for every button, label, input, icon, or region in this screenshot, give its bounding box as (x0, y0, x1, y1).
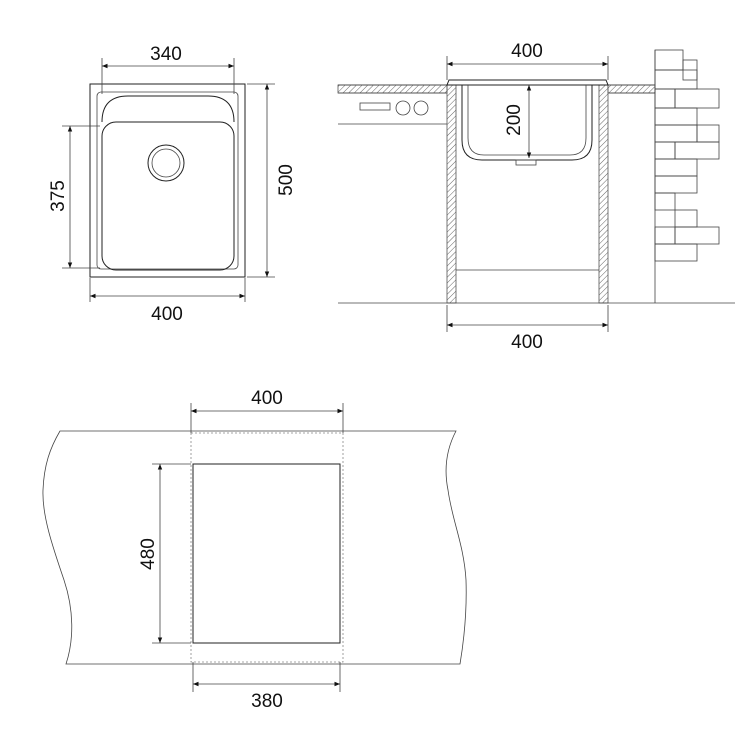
sink-top-view: 340 400 375 500 (48, 44, 297, 325)
countertop-outline (42, 430, 467, 665)
sink-bowl-profile (461, 85, 593, 161)
dim-label-side-top-width: 400 (511, 41, 543, 62)
dim-label-cutout-bottom: 380 (251, 691, 283, 712)
sink-rim-profile (446, 79, 609, 86)
brick-wall (654, 49, 720, 303)
dim-label-depth: 200 (504, 104, 525, 136)
drain-outer-icon (147, 144, 185, 182)
cabinet-wall-left (446, 84, 457, 304)
dim-label-right-height: 500 (276, 164, 297, 196)
dim-label-left-height: 375 (48, 180, 69, 212)
dim-label-cutout-height: 480 (138, 538, 159, 570)
dim-label-bottom-width: 400 (151, 304, 183, 325)
dim-label-cutout-top: 400 (251, 388, 283, 409)
sink-inner-rim (96, 91, 239, 270)
drain-inner-icon (151, 148, 181, 178)
drain-pipe (515, 159, 537, 166)
sink-outline-dashed (190, 432, 344, 663)
countertop-left (337, 84, 448, 94)
countertop-right (607, 84, 656, 94)
sink-side-view: 400 200 400 (337, 41, 735, 353)
sink-outer-rim (89, 83, 246, 278)
cutout-rect (192, 463, 341, 644)
dim-label-side-bottom-width: 400 (511, 332, 543, 353)
cutout-view: 400 480 380 (42, 388, 467, 712)
appliance-display (359, 102, 391, 111)
cabinet-wall-right (598, 84, 609, 304)
knob-1-icon (395, 100, 411, 116)
dim-label-top-width: 340 (150, 44, 182, 65)
knob-2-icon (413, 100, 429, 116)
sink-shelf-edge (101, 95, 235, 123)
sink-bowl (101, 121, 235, 271)
